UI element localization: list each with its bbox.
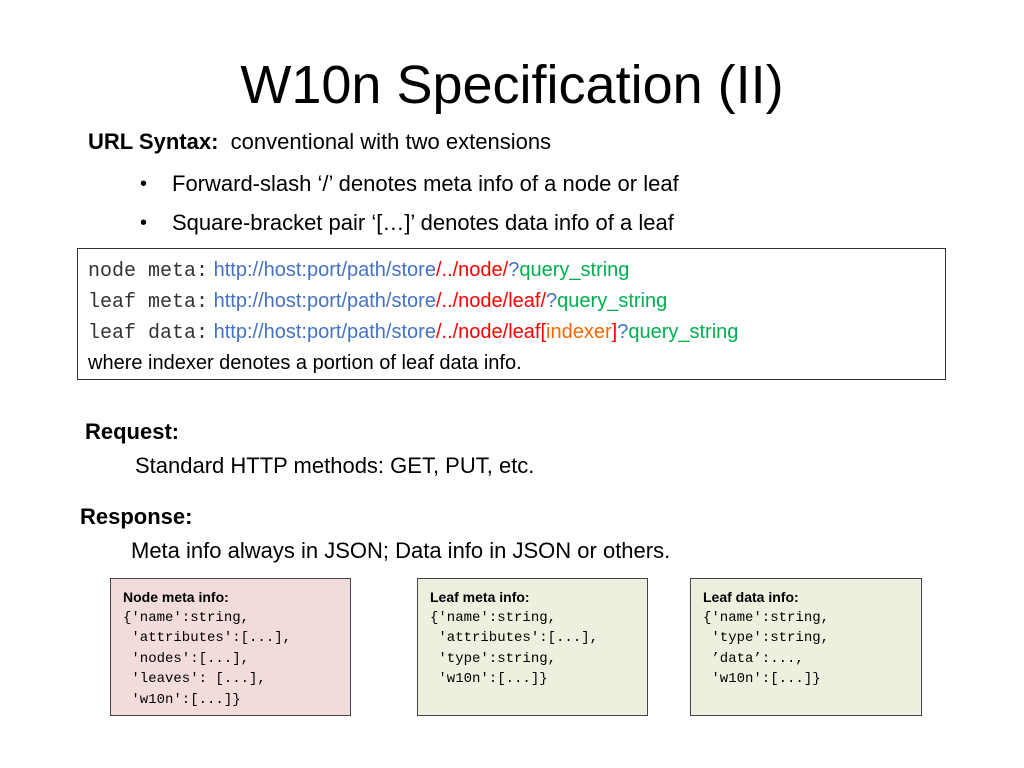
url-sep: / (435, 321, 442, 343)
url-row-node-meta: node meta: http://host:port/path/store/.… (88, 255, 935, 286)
url-row-label: leaf meta: (88, 291, 209, 314)
url-path: ../node/ (441, 259, 509, 281)
url-syntax-line: URL Syntax: conventional with two extens… (88, 128, 551, 156)
response-text: Meta info always in JSON; Data info in J… (131, 538, 671, 563)
url-path: ../node/leaf (441, 321, 541, 343)
url-store: http://host:port/path/store (213, 290, 436, 312)
url-store: http://host:port/path/store (213, 321, 436, 343)
bullet-text-2: Square-bracket pair ‘[…]’ denotes data i… (172, 210, 674, 235)
leaf-data-info-box: Leaf data info: {'name':string, 'type':s… (690, 578, 922, 716)
url-qmark: ? (508, 259, 520, 281)
leaf-meta-info-box: Leaf meta info: {'name':string, 'attribu… (417, 578, 648, 716)
bullet-dot-2: • (140, 212, 148, 234)
info-box-heading: Leaf data info: (703, 589, 799, 605)
info-box-heading: Node meta info: (123, 589, 229, 605)
bullet-dot-1: • (140, 173, 148, 195)
request-text: Standard HTTP methods: GET, PUT, etc. (135, 453, 535, 478)
url-sep: / (435, 290, 442, 312)
slide-title: W10n Specification (II) (240, 55, 784, 115)
url-syntax-label: URL Syntax: (88, 129, 219, 154)
request-label: Request: (85, 419, 180, 444)
info-box-code: {'name':string, 'type':string, ’data’:..… (703, 609, 830, 688)
node-meta-info-box: Node meta info: {'name':string, 'attribu… (110, 578, 351, 716)
url-query: query_string (557, 290, 668, 312)
url-path: ../node/leaf/ (441, 290, 547, 312)
url-row-label: node meta: (88, 260, 209, 283)
info-box-heading: Leaf meta info: (430, 589, 530, 605)
url-qmark: ? (546, 290, 558, 312)
url-syntax-box: node meta: http://host:port/path/store/.… (77, 248, 946, 380)
url-query: query_string (519, 259, 630, 281)
url-row-leaf-meta: leaf meta: http://host:port/path/store/.… (88, 286, 935, 317)
url-bracket-close: ] (611, 321, 618, 343)
info-box-code: {'name':string, 'attributes':[...], 'nod… (123, 609, 292, 708)
url-indexer: indexer (546, 321, 612, 343)
url-row-leaf-data: leaf data: http://host:port/path/store/.… (88, 317, 935, 348)
url-qmark: ? (617, 321, 629, 343)
response-label: Response: (80, 504, 193, 529)
info-box-code: {'name':string, 'attributes':[...], 'typ… (430, 609, 599, 688)
url-sep: / (435, 259, 442, 281)
url-store: http://host:port/path/store (213, 259, 436, 281)
url-row-label: leaf data: (88, 322, 209, 345)
url-bracket-open: [ (540, 321, 547, 343)
url-syntax-text: conventional with two extensions (230, 129, 552, 154)
bullet-text-1: Forward-slash ‘/’ denotes meta info of a… (172, 171, 679, 196)
url-note: where indexer denotes a portion of leaf … (88, 352, 522, 374)
url-query: query_string (628, 321, 739, 343)
